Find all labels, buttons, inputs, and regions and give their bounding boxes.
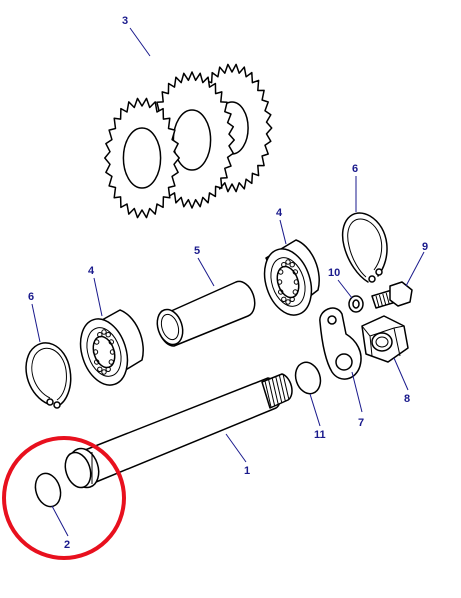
- leader-4-right: [279, 219, 287, 245]
- leader-3: [129, 27, 151, 57]
- leader-9: [405, 251, 425, 287]
- bearing-roller: [285, 299, 291, 305]
- bearing-roller: [285, 259, 291, 265]
- bearing-roller: [292, 289, 298, 295]
- part-5-spacer-tube: [156, 280, 256, 347]
- bearing-roller: [94, 339, 100, 345]
- part-6-circlip-left: [25, 342, 72, 409]
- bearing-roller: [105, 332, 111, 338]
- bearing-roller: [108, 359, 115, 365]
- bearing-roller: [289, 296, 295, 302]
- part-11-disc: [294, 361, 322, 395]
- gear-front: [104, 97, 180, 219]
- bearing-roller: [97, 366, 103, 372]
- shaft-thread: [264, 380, 272, 408]
- bearing-roller: [276, 279, 283, 285]
- bolt-thread: [378, 294, 383, 307]
- leader-5: [197, 257, 215, 287]
- part-10-washer: [348, 295, 364, 313]
- bearing-roller: [278, 269, 284, 275]
- leader-lines: [31, 27, 425, 537]
- bearing-roller: [293, 279, 300, 285]
- bearing-roller: [105, 366, 111, 372]
- callout-3: 3: [122, 15, 128, 27]
- bearing-roller: [289, 262, 295, 268]
- shaft-thread: [282, 373, 290, 401]
- shaft-thread: [271, 378, 279, 405]
- callout-4-left: 4: [88, 265, 95, 277]
- leader-6-left: [31, 303, 41, 343]
- callout-4-right: 4: [276, 207, 283, 219]
- bearing-roller: [92, 349, 99, 355]
- bearing-roller: [281, 262, 287, 268]
- bearing-roller: [97, 332, 103, 338]
- leader-7: [351, 371, 363, 413]
- callout-9: 9: [422, 241, 428, 253]
- bearing-roller: [101, 329, 107, 335]
- callout-2: 2: [64, 539, 70, 551]
- part-1-shaft: [64, 373, 293, 489]
- leader-8: [393, 357, 409, 391]
- bearing-roller: [101, 369, 107, 375]
- part-3-gear-cluster: [104, 63, 273, 219]
- part-8-nut: [361, 315, 409, 363]
- bearing-roller: [281, 296, 287, 302]
- leader-2: [51, 505, 69, 537]
- part-4-bearing-left: [79, 309, 144, 386]
- leader-4-left: [93, 277, 103, 317]
- bearing-roller: [94, 359, 100, 365]
- shaft-thread: [275, 376, 283, 403]
- leader-1: [225, 433, 247, 463]
- part-6-circlip-right: [341, 212, 388, 283]
- callout-7: 7: [358, 417, 364, 429]
- part-7-lock-plate: [319, 307, 362, 380]
- part-9-bolt: [371, 281, 413, 309]
- part-2-plug: [34, 472, 62, 508]
- bearing-roller: [292, 269, 298, 275]
- callout-10: 10: [328, 267, 340, 279]
- bolt-thread: [375, 295, 380, 308]
- leader-10: [337, 279, 353, 299]
- part-4-bearing-right: [263, 239, 320, 316]
- highlight-circle-part-2: [2, 436, 126, 560]
- bearing-roller: [108, 339, 115, 345]
- bolt-thread: [385, 292, 390, 305]
- callout-5: 5: [194, 245, 200, 257]
- callout-11: 11: [314, 429, 326, 441]
- bearing-roller: [278, 289, 284, 295]
- bolt-thread: [382, 293, 387, 306]
- leader-11: [309, 393, 321, 427]
- callout-labels: 3 6 4 5 4 10 9 6 7 8 11 1 2: [28, 15, 428, 551]
- callout-6-right: 6: [352, 163, 358, 175]
- shaft-thread: [268, 379, 276, 406]
- callout-1: 1: [244, 465, 250, 477]
- callout-6-left: 6: [28, 291, 34, 303]
- shaft-thread: [278, 375, 286, 402]
- bearing-roller: [109, 349, 116, 355]
- callout-8: 8: [404, 393, 410, 405]
